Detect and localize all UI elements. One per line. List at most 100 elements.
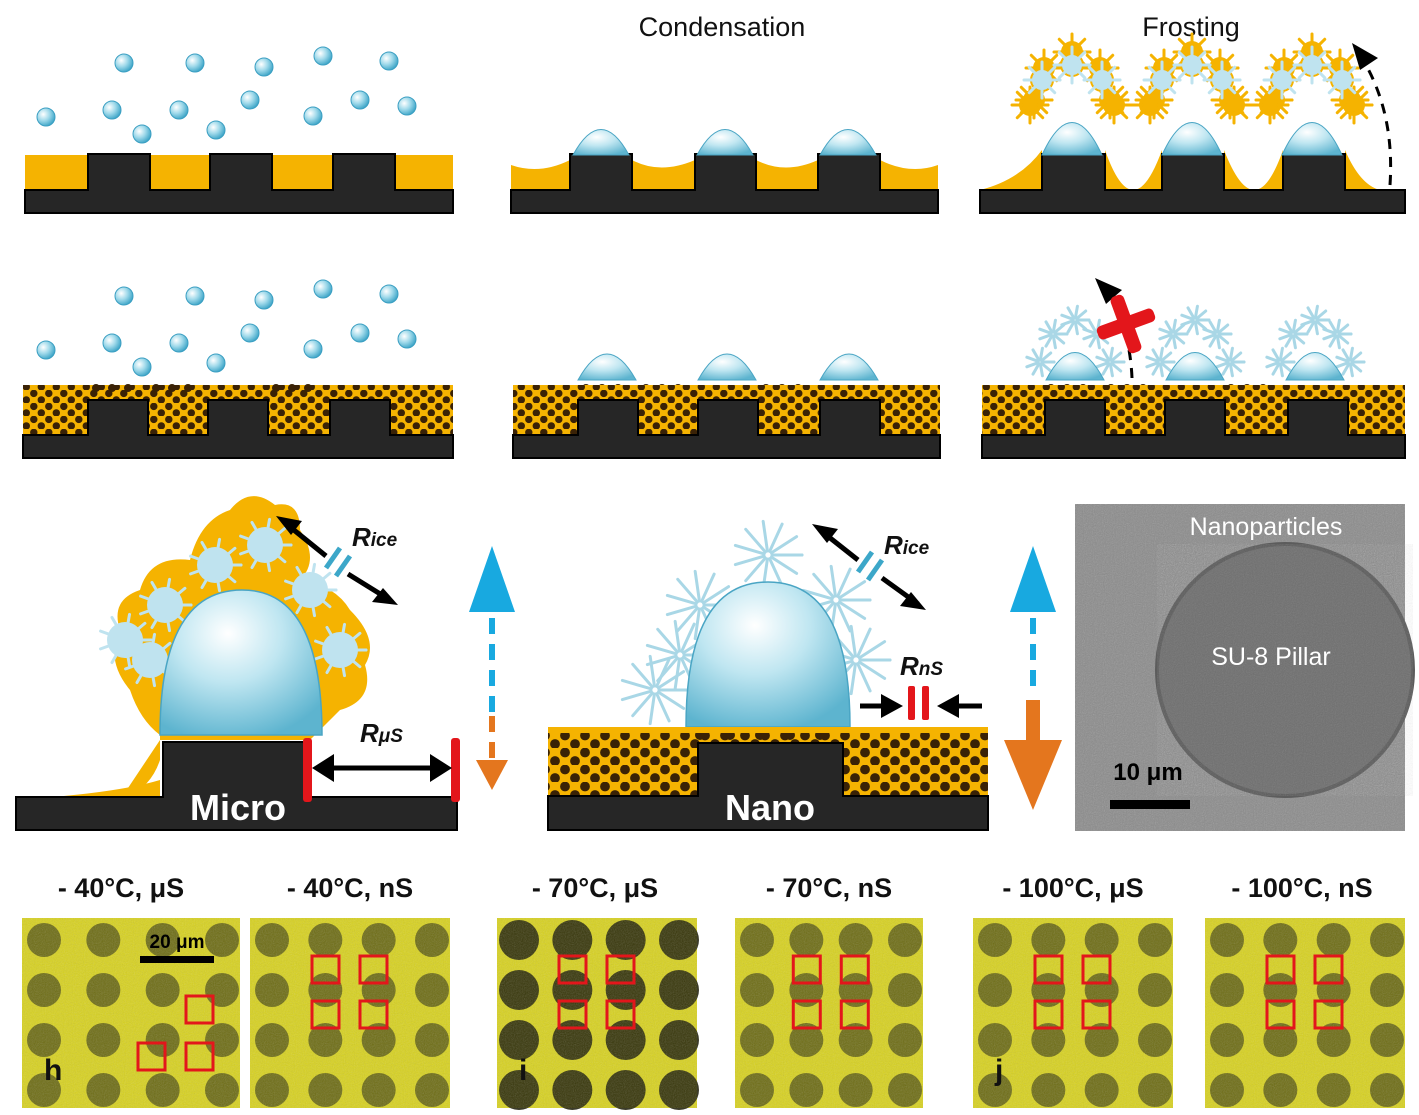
nano-double-arrow (1004, 546, 1062, 810)
vapor-molecule (240, 90, 260, 110)
row1-panel-vapor (24, 153, 454, 214)
micrograph-panel: - 100°C, nS (1205, 873, 1405, 1108)
vapor-molecule (313, 279, 333, 299)
vapor-molecule (350, 90, 370, 110)
sem-pillar-label: SU-8 Pillar (1211, 643, 1330, 671)
micrograph-panel: - 40°C, μS 20 μm h (22, 873, 240, 1108)
vapor-molecule (303, 339, 323, 359)
vapor-molecule (303, 106, 323, 126)
micrograph-row: - 40°C, μS 20 μm h - 40°C, nS - 70°C, μSi - 7… (22, 873, 1405, 1110)
roi-marker (358, 954, 389, 985)
r-ice-resistor-nano (812, 524, 926, 610)
micrograph-panel: - 70°C, μSi (497, 873, 699, 1110)
nano-label: Nano (725, 787, 815, 828)
vapor-molecules-row1 (36, 46, 417, 144)
frosted-droplets-row2 (1025, 304, 1366, 381)
micrograph-panel: - 100°C, μS j (973, 873, 1173, 1108)
roi-marker (136, 1041, 167, 1072)
vapor-molecule (185, 286, 205, 306)
roi-marker (791, 999, 822, 1030)
roi-marker (1265, 954, 1296, 985)
micrograph-scale-bar (140, 956, 214, 963)
micro-double-arrow (469, 546, 515, 790)
blocked-cross-icon (1096, 294, 1156, 354)
roi-marker (184, 994, 215, 1025)
condensation-header: Condensation (639, 12, 806, 42)
panel-letter: i (519, 1054, 527, 1087)
vapor-molecule (240, 323, 260, 343)
nano-schematic: Nano RnS Rice (547, 519, 989, 831)
escape-arrow-head (1352, 43, 1378, 70)
vapor-molecule (132, 124, 152, 144)
r-ice-label-nano: Rice (884, 530, 930, 560)
r-ice-label-micro: Rice (352, 522, 398, 552)
micro-droplet (159, 589, 323, 736)
roi-marker (1081, 999, 1112, 1030)
roi-marker (839, 954, 870, 985)
roi-marker (839, 999, 870, 1030)
vapor-molecule (132, 357, 152, 377)
vapor-molecule (397, 96, 417, 116)
roi-marker (557, 999, 588, 1030)
sem-image: Nanoparticles SU-8 Pillar 10 μm (1075, 504, 1415, 831)
vapor-molecule (102, 333, 122, 353)
roi-marker (1313, 999, 1344, 1030)
vapor-molecule (185, 53, 205, 73)
roi-marker (1313, 954, 1344, 985)
sem-scale-bar (1110, 800, 1190, 809)
vapor-molecule (36, 107, 56, 127)
micrograph-scale-label: 20 μm (150, 932, 205, 953)
micrograph-panel: - 40°C, nS (250, 873, 450, 1108)
vapor-molecule (114, 53, 134, 73)
micrograph-label: - 70°C, nS (766, 873, 892, 903)
nano-droplet (685, 581, 851, 728)
r-ns-resistor (860, 686, 982, 720)
roi-marker (791, 954, 822, 985)
micrograph-label: - 40°C, μS (58, 873, 184, 903)
row1-panel-condensation (510, 129, 939, 214)
vapor-molecule (254, 57, 274, 77)
roi-marker (1081, 954, 1112, 985)
vapor-molecule (397, 329, 417, 349)
micro-schematic: Micro RμS Rice (15, 496, 460, 831)
frosted-droplets-row1 (1010, 32, 1374, 156)
panel-letter: j (994, 1054, 1003, 1087)
r-us-label: RμS (360, 718, 403, 748)
micrograph-label: - 100°C, nS (1231, 873, 1372, 903)
r-ns-label: RnS (900, 651, 943, 681)
roi-marker (358, 999, 389, 1030)
roi-marker (1033, 954, 1064, 985)
vapor-molecule (169, 100, 189, 120)
micrograph-panel: - 70°C, nS (735, 873, 923, 1108)
vapor-molecule (169, 333, 189, 353)
roi-marker (1033, 999, 1064, 1030)
vapor-molecule (36, 340, 56, 360)
roi-marker (605, 999, 636, 1030)
vapor-molecule (102, 100, 122, 120)
vapor-molecule (379, 284, 399, 304)
roi-marker (310, 954, 341, 985)
r-ice-resistor-micro (276, 516, 398, 605)
micro-label: Micro (190, 787, 286, 828)
vapor-molecule (206, 353, 226, 373)
roi-marker (184, 1041, 215, 1072)
row2-panel-condensation (512, 353, 941, 459)
micrograph-label: - 40°C, nS (287, 873, 413, 903)
micro-frost-branches (99, 517, 368, 688)
vapor-molecule (254, 290, 274, 310)
roi-marker (605, 954, 636, 985)
sem-nanoparticles-label: Nanoparticles (1190, 513, 1343, 541)
vapor-molecule (206, 120, 226, 140)
panel-letter: h (44, 1054, 62, 1087)
vapor-molecule (313, 46, 333, 66)
row2-panel-frosting (981, 278, 1406, 459)
roi-marker (557, 954, 588, 985)
sem-scale-label: 10 μm (1113, 759, 1182, 786)
micrograph-label: - 100°C, μS (1002, 873, 1143, 903)
row1-panel-frosting (979, 32, 1406, 214)
roi-marker (1265, 999, 1296, 1030)
vapor-molecule (350, 323, 370, 343)
row2-panel-vapor (22, 385, 454, 459)
vapor-molecule (379, 51, 399, 71)
